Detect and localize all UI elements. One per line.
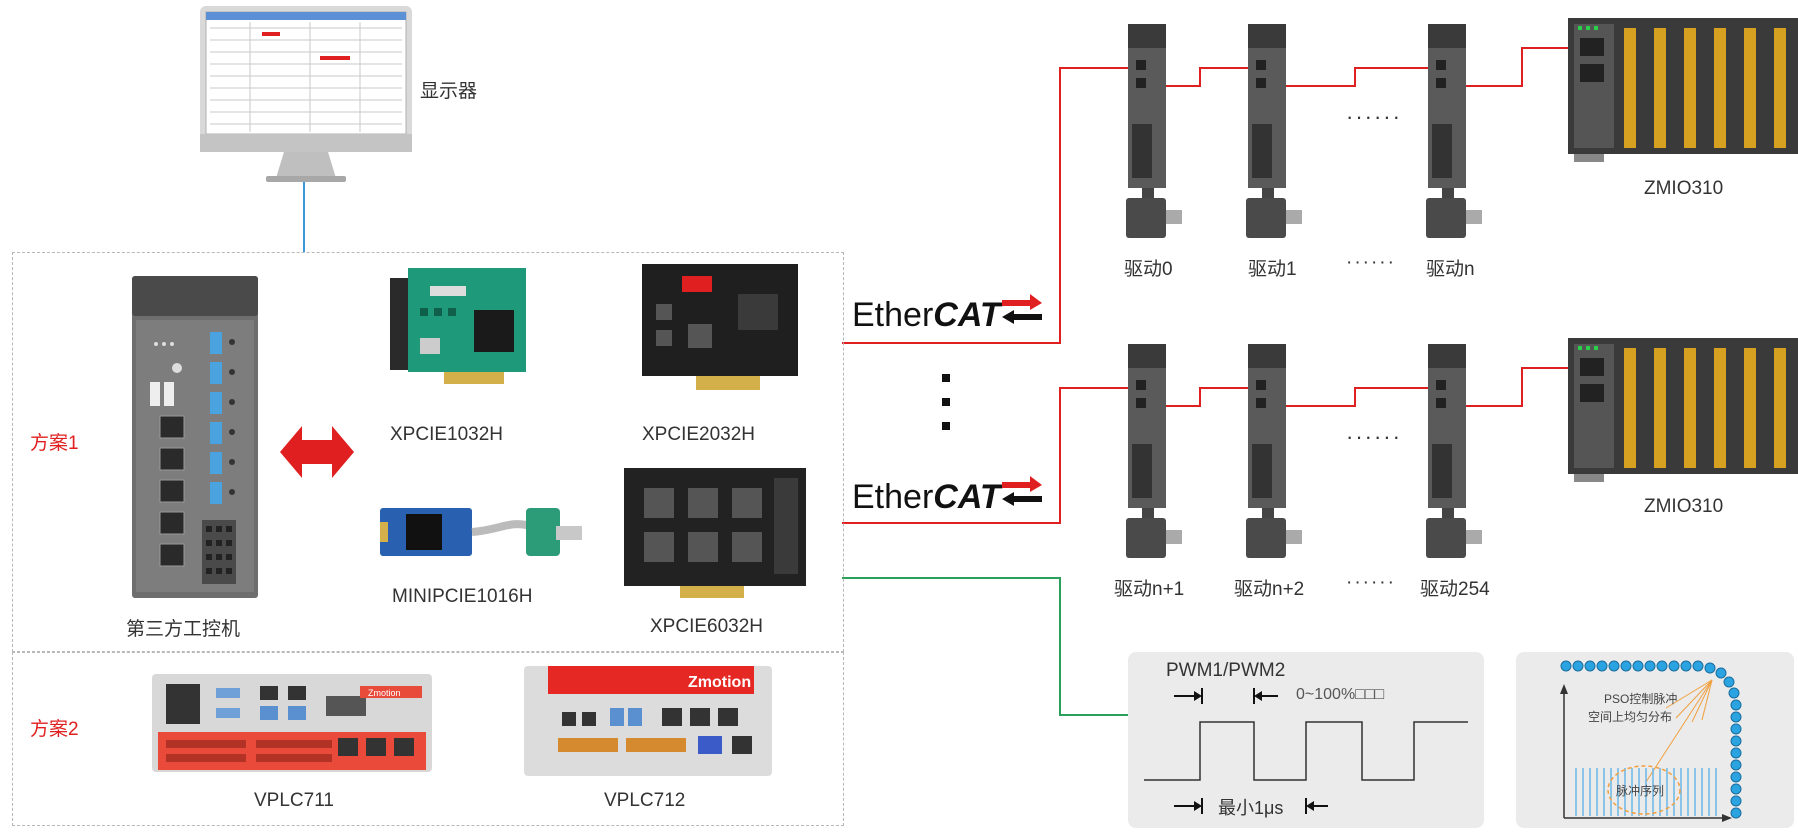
minipcie1016h-image: [380, 508, 582, 556]
scheme2-label: 方案2: [30, 719, 79, 740]
ethercat-2-ether: Ether: [852, 478, 933, 516]
drive-n-image: [1426, 24, 1482, 238]
pwm-line: [842, 577, 1128, 716]
chain-1-b: [1262, 67, 1435, 87]
xpcie1032h-label: XPCIE1032H: [390, 424, 504, 445]
pwm-title: PWM1/PWM2: [1166, 660, 1286, 681]
row2-label-ellipsis: ······: [1346, 572, 1396, 593]
chain-1-a: [1140, 67, 1255, 87]
svg-text:EtherCAT: EtherCAT: [852, 478, 1004, 516]
row1-drive-1-label: 驱动1: [1248, 259, 1297, 280]
vplc712-image: Zmotion: [524, 666, 772, 776]
pwm-panel: PWM1/PWM2 0~100%□□□ 最小1μs: [1128, 652, 1484, 828]
ethercat-1-ether: Ether: [852, 296, 933, 334]
chain-2-b: [1262, 387, 1435, 407]
monitor-label: 显示器: [420, 81, 478, 102]
chain-2-c: [1442, 367, 1580, 407]
ethercat-logo-1: EtherCAT: [852, 294, 1042, 334]
minipcie1016h-label: MINIPCIE1016H: [392, 586, 533, 607]
row2-drive-254-label: 驱动254: [1420, 579, 1490, 600]
ipc-label: 第三方工控机: [126, 619, 241, 640]
drive-0-image: [1126, 24, 1182, 238]
xpcie6032h-label: XPCIE6032H: [650, 616, 764, 637]
vplc712-brand: Zmotion: [688, 674, 751, 691]
zmio310-1-image: [1568, 18, 1798, 162]
pwm-waveform: [1144, 688, 1468, 814]
xpcie1032h-image: [390, 268, 526, 384]
vplc712-label: VPLC712: [604, 790, 686, 811]
row1-drive-0-label: 驱动0: [1124, 259, 1173, 280]
vplc711-brand: Zmotion: [368, 688, 401, 698]
xpcie2032h-label: XPCIE2032H: [642, 424, 756, 445]
vplc711-label: VPLC711: [254, 790, 334, 811]
xpcie2032h-image: [642, 264, 798, 390]
drive-1-image: [1246, 24, 1302, 238]
vertical-ellipsis-icon: [942, 374, 950, 430]
row2-drive-ellipsis: ······: [1346, 424, 1402, 449]
pwm-min-pulse-label: 最小1μs: [1218, 798, 1284, 818]
scheme2-box: [12, 652, 844, 826]
row1-drive-n-label: 驱动n: [1426, 259, 1475, 280]
ipc-image: [132, 276, 258, 598]
scheme1-label: 方案1: [30, 433, 79, 454]
pso-panel: PSO控制脉冲 空间上均匀分布 脉冲序列: [1516, 652, 1794, 828]
drive-n1-image: [1126, 344, 1182, 558]
row1-io-label: ZMIO310: [1644, 178, 1724, 199]
vplc711-image: Zmotion: [152, 674, 432, 772]
svg-text:EtherCAT: EtherCAT: [852, 296, 1004, 334]
row1-drive-ellipsis: ······: [1346, 104, 1402, 129]
ethercat-line-1: [842, 67, 1137, 344]
monitor-image: [200, 6, 412, 182]
drive-n2-image: [1246, 344, 1302, 558]
drive-254-image: [1426, 344, 1482, 558]
pso-title-line2: 空间上均匀分布: [1588, 710, 1673, 724]
ethercat-logo-2: EtherCAT: [852, 476, 1042, 516]
chain-2-a: [1140, 387, 1255, 407]
row2-io-label: ZMIO310: [1644, 496, 1724, 517]
scheme1-box: [12, 252, 844, 652]
row1-label-ellipsis: ······: [1346, 252, 1396, 273]
ethercat-line-2: [842, 387, 1137, 524]
zmio310-2-image: [1568, 338, 1798, 482]
ethercat-2-cat: CAT: [933, 478, 1004, 516]
xpcie6032h-image: [624, 468, 806, 598]
row2-drive-n2-label: 驱动n+2: [1234, 579, 1305, 600]
row2-drive-n1-label: 驱动n+1: [1114, 579, 1185, 600]
double-arrow-icon: [280, 426, 354, 478]
pso-title-line1: PSO控制脉冲: [1604, 692, 1678, 706]
pso-pulse-train-label: 脉冲序列: [1616, 784, 1665, 798]
pwm-duty-label: 0~100%□□□: [1296, 686, 1385, 703]
chain-1-c: [1442, 47, 1580, 87]
pso-diagram: [1560, 660, 1742, 822]
ethercat-1-cat: CAT: [933, 296, 1004, 334]
